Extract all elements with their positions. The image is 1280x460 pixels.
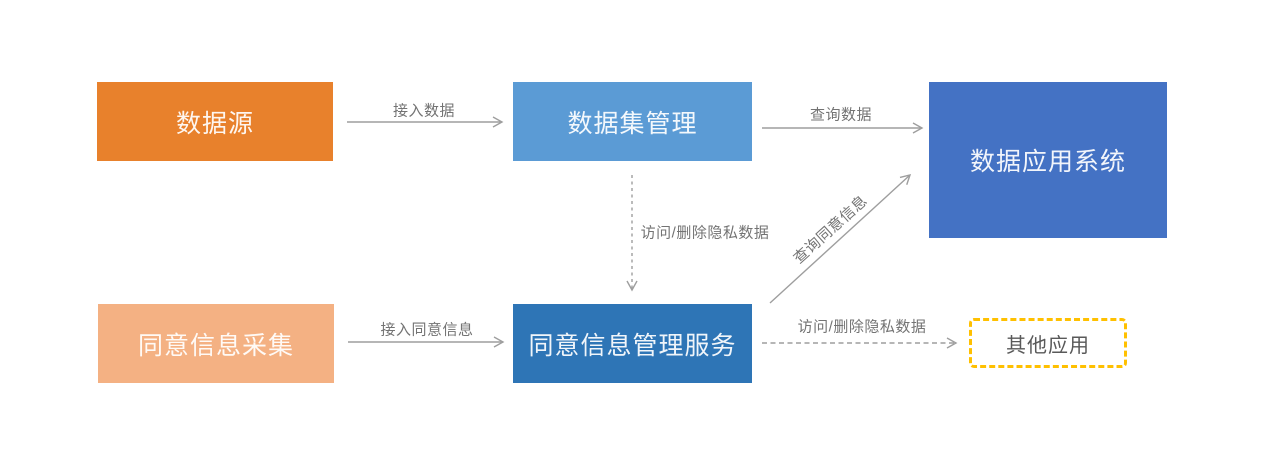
edge-label-access-delete-private-data-right: 访问/删除隐私数据 xyxy=(797,318,927,336)
node-data-source: 数据源 xyxy=(97,82,333,161)
node-data-source-label: 数据源 xyxy=(175,109,254,138)
edge-label-query-data: 查询数据 xyxy=(809,106,873,124)
node-data-application-system-label: 数据应用系统 xyxy=(969,148,1126,176)
node-other-applications: 其他应用 xyxy=(969,318,1127,368)
node-dataset-management-label: 数据集管理 xyxy=(567,109,698,138)
node-other-applications-label: 其他应用 xyxy=(1006,334,1090,357)
node-consent-collection: 同意信息采集 xyxy=(98,304,334,383)
node-consent-collection-label: 同意信息采集 xyxy=(137,331,294,360)
edge-label-access-delete-private-data-down: 访问/删除隐私数据 xyxy=(640,224,770,242)
edge-label-access-consent-info: 接入同意信息 xyxy=(380,321,474,339)
arrow-query-consent-info xyxy=(769,174,912,304)
node-consent-management-service: 同意信息管理服务 xyxy=(513,304,752,383)
edge-label-access-data: 接入数据 xyxy=(392,102,456,120)
node-consent-management-service-label: 同意信息管理服务 xyxy=(528,331,737,360)
node-dataset-management: 数据集管理 xyxy=(513,82,752,161)
node-data-application-system: 数据应用系统 xyxy=(929,82,1167,238)
